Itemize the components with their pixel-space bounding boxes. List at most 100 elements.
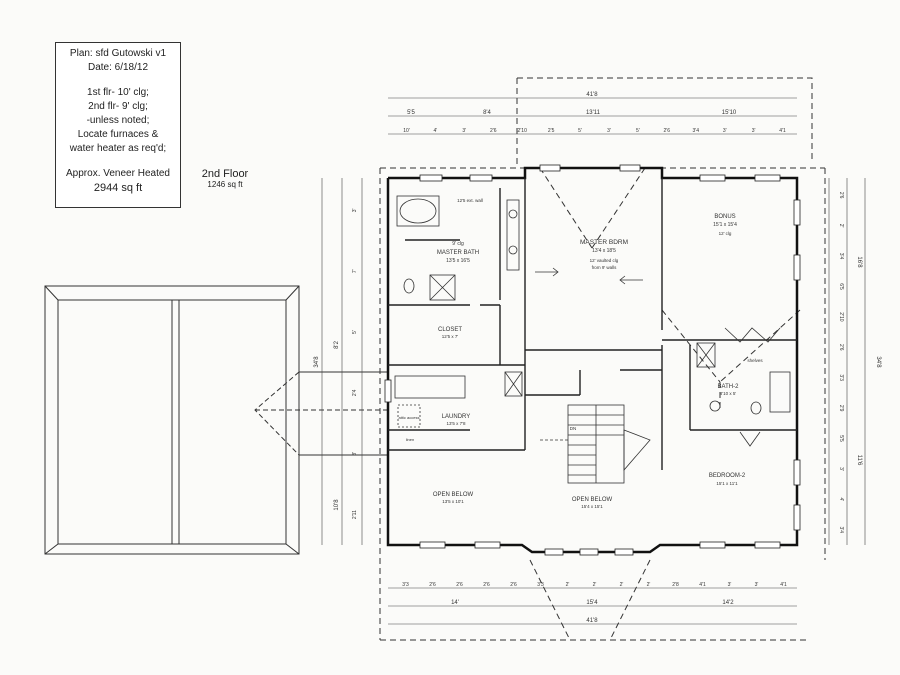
fixtures <box>394 195 791 447</box>
dim-top-detail-0: 10' <box>403 128 410 134</box>
dim-top-detail-12: 3' <box>752 128 756 134</box>
open-below-2-name: OPEN BELOW <box>572 497 613 503</box>
dim-bottom-detail-14: 4'1 <box>780 582 787 588</box>
exterior-walls <box>386 166 799 554</box>
master-bdrm-note1: 12' vaulted clg <box>590 258 619 263</box>
dim-bottom-detail-10: 2'8 <box>672 582 679 588</box>
plan-name: Plan: sfd Gutowski v1 <box>69 48 167 59</box>
detail-dimension-labels: 10' 4' 3' 2'6 2'10 2'5 5' 3' 5' 2'6 3'4 3' 3' 4'1 3'3 2… <box>352 128 844 588</box>
dim-right-detail-8: 5'5 <box>838 435 844 442</box>
dim-top-detail-13: 4'1 <box>779 128 786 134</box>
dim-left-overall: 34'8 <box>314 356 320 368</box>
dim-right-detail-1: 2' <box>838 224 844 228</box>
dim-bottom-row-0: 14' <box>451 600 459 606</box>
dim-bottom-detail-5: 3'3 <box>537 582 544 588</box>
dim-right-detail-0: 2'6 <box>838 192 844 199</box>
dim-bottom-detail-1: 2'6 <box>429 582 436 588</box>
plan-date: Date: 6/18/12 <box>87 62 149 73</box>
dim-top-detail-8: 5' <box>636 128 640 134</box>
dim-top-detail-3: 2'6 <box>490 128 497 134</box>
laundry-dim: 13'5 x 7'8 <box>447 421 466 426</box>
dim-top-detail-4: 2'10 <box>518 128 528 134</box>
closet-name: CLOSET <box>438 327 462 333</box>
dim-bottom-detail-13: 3' <box>755 582 759 588</box>
bonus-dim: 15'1 x 15'4 <box>713 222 737 228</box>
dim-left-detail-5: 2'11 <box>352 510 358 519</box>
floor-title: 2nd Floor <box>201 168 249 180</box>
open-below-2-dim: 15'4 x 15'1 <box>581 504 603 509</box>
master-bath-name: MASTER BATH <box>437 250 479 256</box>
dim-bottom-detail-2: 2'6 <box>456 582 463 588</box>
dim-top-row-0: 5'5 <box>407 110 415 116</box>
attic-access: attic access <box>399 415 420 420</box>
dim-bottom-detail-4: 2'6 <box>510 582 517 588</box>
dim-right-detail-10: 4' <box>838 498 844 502</box>
dim-bottom-detail-3: 2'6 <box>483 582 490 588</box>
wall-note: 12'5 ext. wall <box>457 198 483 203</box>
dim-bottom-detail-9: 2' <box>647 582 651 588</box>
dim-left-detail-0: 3' <box>352 208 358 212</box>
dim-top-row-3: 15'10 <box>722 110 737 116</box>
dim-left-detail-1: 7' <box>352 269 358 273</box>
closet-dim: 12'5 x 7' <box>442 334 459 339</box>
shelves-label: shelves <box>747 358 763 363</box>
stairs <box>540 404 651 484</box>
dim-bottom-detail-11: 4'1 <box>699 582 706 588</box>
breezeway-roof <box>254 371 388 456</box>
laundry-name: LAUNDRY <box>442 414 471 420</box>
dim-right-row-0: 16'8 <box>856 256 862 268</box>
dim-bottom-detail-0: 3'3 <box>402 582 409 588</box>
dim-bottom-detail-12: 3' <box>728 582 732 588</box>
dim-top-detail-7: 3' <box>607 128 611 134</box>
bath2-dim: 8'10 x 5' <box>720 391 737 396</box>
dim-right-detail-7: 2'9 <box>838 405 844 412</box>
linen-label: linen <box>406 437 414 442</box>
dim-bottom-row-2: 14'2 <box>722 600 734 606</box>
dim-top-row-2: 13'11 <box>586 110 601 116</box>
note-water-heater: water heater as req'd; <box>69 143 167 154</box>
garage-roof <box>44 285 300 555</box>
note-sqft: 2944 sq ft <box>93 182 143 194</box>
bedroom2-name: BEDROOM-2 <box>709 473 746 479</box>
bath2-name: BATH-2 <box>718 384 740 390</box>
master-bdrm-name: MASTER BDRM <box>580 239 628 246</box>
dim-top-detail-11: 3' <box>723 128 727 134</box>
dim-left-row-1: 10'8 <box>334 499 340 511</box>
dim-right-detail-2: 3'4 <box>838 253 844 260</box>
roof-outline <box>379 77 826 641</box>
floor-sqft: 1246 sq ft <box>207 180 243 189</box>
dim-top-overall: 41'8 <box>586 92 598 98</box>
stair-dn: DN <box>570 426 577 431</box>
dim-right-detail-9: 3' <box>838 467 844 471</box>
note-first-floor: 1st flr- 10' clg; <box>87 87 149 98</box>
dim-right-detail-11: 3'4 <box>838 527 844 534</box>
dim-top-detail-10: 3'4 <box>693 128 700 134</box>
dim-left-detail-2: 5' <box>352 330 358 334</box>
dim-top-detail-6: 5' <box>578 128 582 134</box>
bedroom2-dim: 15'1 x 11'1 <box>716 481 738 486</box>
room-labels: MASTER BATH 9' clg 13'5 x 16'5 12'5 ext.… <box>399 198 764 509</box>
dim-left-detail-4: 3' <box>352 452 358 456</box>
dim-top-detail-2: 3' <box>462 128 466 134</box>
open-below-1-name: OPEN BELOW <box>433 492 474 498</box>
dim-bottom-row-1: 15'4 <box>586 600 598 606</box>
note-unless: -unless noted; <box>86 115 150 126</box>
dim-top-detail-1: 4' <box>434 128 438 134</box>
master-bath-dim: 13'5 x 16'5 <box>446 258 470 264</box>
note-veneer: Approx. Veneer Heated <box>66 168 170 179</box>
windows <box>384 164 801 556</box>
note-second-floor: 2nd flr- 9' clg; <box>88 101 148 112</box>
dim-bottom-detail-7: 2' <box>593 582 597 588</box>
dim-bottom-detail-8: 2' <box>620 582 624 588</box>
master-bdrm-dim: 13'4 x 18'5 <box>592 248 616 254</box>
dim-right-overall: 34'8 <box>875 356 881 368</box>
dim-right-detail-5: 2'6 <box>838 344 844 351</box>
master-bdrm-note2: from 9' walls <box>592 265 618 270</box>
dim-top-detail-5: 2'5 <box>548 128 555 134</box>
floor-label: 2nd Floor 1246 sq ft <box>185 168 265 189</box>
dim-top-row-1: 8'4 <box>483 110 491 116</box>
dim-right-detail-3: 6'5 <box>838 283 844 290</box>
dim-bottom-overall: 41'8 <box>586 618 598 624</box>
dim-bottom-detail-6: 2' <box>566 582 570 588</box>
